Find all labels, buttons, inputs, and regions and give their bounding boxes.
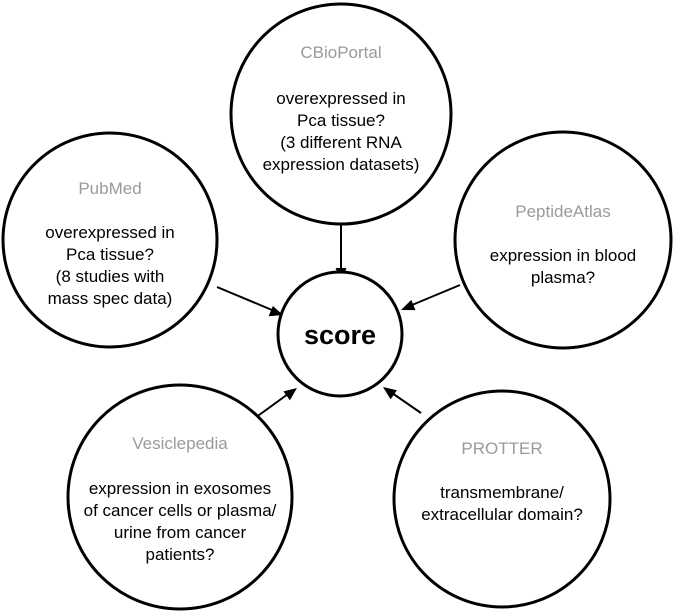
vesiclepedia-line-1: expression in exosomes	[89, 479, 271, 498]
score-label: score	[304, 320, 376, 350]
vesiclepedia-title: Vesiclepedia	[132, 434, 228, 453]
vesiclepedia-line-3: urine from cancer	[114, 523, 247, 542]
peptideatlas-node: PeptideAtlas expression in blood plasma?	[453, 130, 673, 350]
pubmed-title: PubMed	[78, 179, 141, 198]
protter-line-1: transmembrane/	[440, 483, 564, 502]
arrow-protter-to-score	[383, 387, 422, 414]
score-node: score	[276, 270, 404, 398]
vesiclepedia-line-4: patients?	[146, 545, 215, 564]
arrow-peptideatlas-to-score	[401, 284, 461, 311]
peptideatlas-line-1: expression in blood	[490, 246, 636, 265]
pubmed-line-1: overexpressed in	[45, 223, 174, 242]
protter-node: PROTTER transmembrane/ extracellular dom…	[392, 389, 612, 609]
peptideatlas-title: PeptideAtlas	[515, 202, 610, 221]
pubmed-line-4: mass spec data)	[48, 289, 173, 308]
pubmed-line-2: Pca tissue?	[66, 245, 154, 264]
arrow-pubmed-to-score	[216, 286, 283, 317]
cbioportal-line-3: (3 different RNA	[280, 133, 402, 152]
arrow-vesiclepedia-to-score	[254, 388, 297, 419]
vesiclepedia-line-2: of cancer cells or plasma/	[84, 501, 277, 520]
vesiclepedia-node: Vesiclepedia expression in exosomes of c…	[66, 383, 294, 611]
pubmed-node: PubMed overexpressed in Pca tissue? (8 s…	[1, 131, 219, 349]
protter-line-2: extracellular domain?	[421, 505, 583, 524]
cbioportal-line-2: Pca tissue?	[297, 111, 385, 130]
cbioportal-title: CBioPortal	[300, 43, 381, 62]
protter-title: PROTTER	[461, 439, 542, 458]
cbioportal-node: CBioPortal overexpressed in Pca tissue? …	[229, 2, 453, 226]
cbioportal-line-1: overexpressed in	[276, 89, 405, 108]
cbioportal-line-4: expression datasets)	[263, 155, 420, 174]
pubmed-line-3: (8 studies with	[56, 267, 165, 286]
peptideatlas-line-2: plasma?	[531, 268, 595, 287]
